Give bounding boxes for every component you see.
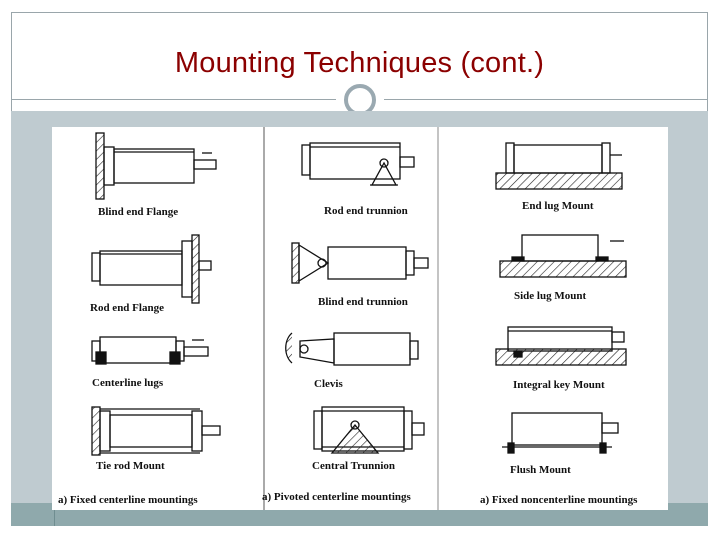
- label-integral-key-mount: Integral key Mount: [513, 379, 605, 391]
- label-clevis: Clevis: [314, 378, 343, 390]
- side-lug-mount-drawing: [499, 234, 627, 278]
- label-end-lug-mount: End lug Mount: [522, 200, 594, 212]
- label-blind-end-trunnion: Blind end trunnion: [318, 296, 408, 308]
- label-tie-rod-mount: Tie rod Mount: [96, 460, 165, 472]
- label-blind-end-flange: Blind end Flange: [98, 206, 178, 218]
- flush-mount-drawing: [502, 412, 619, 454]
- footer-tick: [54, 503, 55, 526]
- label-rod-end-trunnion: Rod end trunnion: [324, 205, 408, 217]
- integral-key-mount-drawing: [495, 326, 627, 366]
- mounting-figure: Blind end Flange Rod end Flange Centerli…: [52, 127, 668, 510]
- caption-fixed-centerline: a) Fixed centerline mountings: [58, 494, 198, 506]
- centerline-lugs-drawing: [91, 336, 209, 365]
- blind-end-flange-drawing: [95, 132, 217, 200]
- central-trunnion-drawing: [313, 406, 425, 454]
- rod-end-trunnion-drawing: [301, 142, 415, 186]
- blind-end-trunnion-drawing: [291, 242, 429, 284]
- caption-fixed-noncenterline: a) Fixed noncenterline mountings: [480, 494, 638, 506]
- clevis-drawing: [285, 332, 419, 366]
- caption-pivoted-centerline: a) Pivoted centerline mountings: [262, 491, 412, 503]
- mounting-diagrams: Blind end Flange Rod end Flange Centerli…: [58, 127, 638, 510]
- tie-rod-mount-drawing: [91, 406, 221, 456]
- label-rod-end-flange: Rod end Flange: [90, 302, 164, 314]
- label-central-trunnion: Central Trunnion: [312, 460, 395, 472]
- end-lug-mount-drawing: [495, 142, 623, 190]
- title-area: Mounting Techniques (cont.): [11, 12, 708, 100]
- label-flush-mount: Flush Mount: [510, 464, 571, 476]
- title-divider-left: [11, 99, 336, 100]
- label-centerline-lugs: Centerline lugs: [92, 377, 164, 389]
- slide-title: Mounting Techniques (cont.): [174, 47, 545, 79]
- rod-end-flange-drawing: [91, 234, 212, 304]
- title-divider-right: [384, 99, 708, 100]
- label-side-lug-mount: Side lug Mount: [514, 290, 586, 302]
